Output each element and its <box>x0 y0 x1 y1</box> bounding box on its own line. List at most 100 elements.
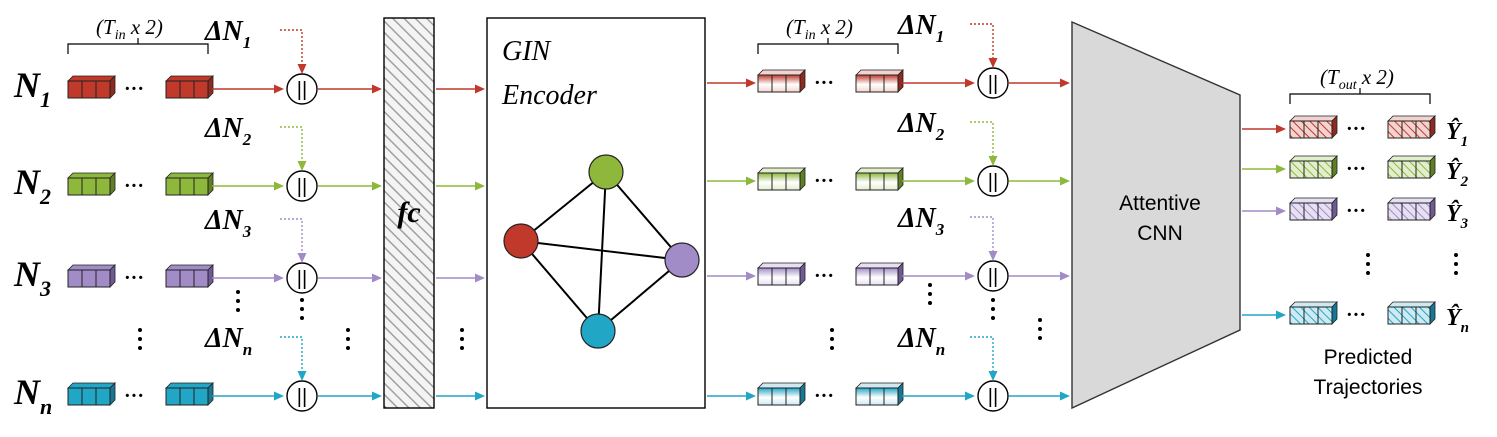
fc-label: fc <box>397 196 420 229</box>
ellipsis-dot <box>991 298 995 302</box>
block-front-face <box>165 387 209 406</box>
block-top-face <box>1289 155 1338 162</box>
ellipsis-dot <box>1366 262 1370 266</box>
block-front-face <box>67 177 111 196</box>
ellipsis-dot <box>830 328 834 332</box>
encoded-length-label: (Tin x 2) <box>786 15 853 43</box>
block-front-face <box>67 80 111 99</box>
ellipsis-dot <box>928 283 932 287</box>
arrow-head <box>475 273 485 283</box>
arrow-head <box>988 251 998 261</box>
block-top-face <box>1289 115 1338 122</box>
ellipsis: ··· <box>814 72 834 94</box>
ellipsis: ··· <box>1346 200 1366 222</box>
input-sequence-3: ··· <box>67 264 214 289</box>
prediction-label-1: Ŷ1 <box>1446 118 1468 150</box>
concat-symbol: || <box>297 79 307 101</box>
ellipsis-dot <box>1454 271 1458 275</box>
ellipsis: ··· <box>1346 118 1366 140</box>
arrow-head <box>372 273 382 283</box>
block-front-face <box>1387 306 1431 325</box>
delta-rows-ellipsis <box>236 290 240 312</box>
arrow-head <box>372 391 382 401</box>
delta-dashed-line <box>280 29 303 65</box>
block-front-face <box>757 267 801 286</box>
sequence-block <box>757 382 806 406</box>
ellipsis-dot <box>236 290 240 294</box>
sequence-block <box>1387 197 1436 221</box>
block-front-face <box>1289 160 1333 179</box>
output-caption-line1: Predicted <box>1324 346 1413 369</box>
arrow-head <box>746 391 756 401</box>
block-front-face <box>1289 120 1333 139</box>
attentive-cnn-block <box>1071 20 1241 410</box>
ellipsis-dot <box>1038 318 1042 322</box>
arrow-head <box>988 58 998 68</box>
block-top-face <box>757 382 806 389</box>
predicted-sequence-3: ··· <box>1289 197 1436 222</box>
concat-symbol: || <box>988 266 998 288</box>
sequence-block <box>67 172 116 196</box>
arrow-head <box>297 253 307 263</box>
arrow-head <box>475 181 485 191</box>
cnn-label-line2: CNN <box>1137 222 1183 245</box>
ellipsis-dot <box>991 316 995 320</box>
ellipsis-dot <box>460 337 464 341</box>
arrow-head <box>297 64 307 74</box>
arrow-head <box>988 371 998 381</box>
arrow-head <box>274 273 284 283</box>
block-front-face <box>67 387 111 406</box>
ellipsis-dot <box>1454 253 1458 257</box>
encoded-rows-ellipsis <box>830 328 834 350</box>
fc-input-ellipsis <box>346 328 350 350</box>
block-top-face <box>855 262 904 269</box>
graph-edge <box>605 171 683 261</box>
encoder-label-line2: Encoder <box>501 80 597 111</box>
node-label-3: N3 <box>13 254 51 301</box>
encoded-length-brace <box>757 43 899 54</box>
encoded-sequence-2: ··· <box>757 167 904 192</box>
delta-label-1: ΔN1 <box>204 16 251 52</box>
graph-node <box>664 242 700 278</box>
block-front-face <box>757 172 801 191</box>
delta-label-encoded-1: ΔN1 <box>897 10 944 46</box>
ellipsis-dot <box>138 337 142 341</box>
ellipsis-dot <box>346 337 350 341</box>
ellipsis: ··· <box>124 267 144 289</box>
graph-edge <box>520 240 683 261</box>
encoded-sequence-n: ··· <box>757 382 904 407</box>
diagram-shapes: N1···||ΔN1···||ΔN1···Ŷ1N2···||ΔN2···||ΔN… <box>13 10 1469 419</box>
delta-label-3: ΔN3 <box>204 205 252 241</box>
ellipsis-dot <box>346 346 350 350</box>
block-top-face <box>757 262 806 269</box>
ellipsis-dot <box>928 292 932 296</box>
arrow-head <box>965 176 975 186</box>
arrow-head <box>1276 124 1286 134</box>
sequence-block <box>67 75 116 99</box>
node-label-2: N2 <box>13 162 51 209</box>
sequence-block <box>855 262 904 286</box>
sequence-block <box>1289 155 1338 179</box>
arrow-head <box>965 391 975 401</box>
block-top-face <box>855 382 904 389</box>
sequence-block <box>165 264 214 288</box>
ellipsis: ··· <box>124 78 144 100</box>
block-front-face <box>67 269 111 288</box>
arrow-head <box>746 271 756 281</box>
sequence-block <box>67 382 116 406</box>
prediction-label-3: Ŷ3 <box>1446 200 1469 232</box>
block-top-face <box>165 382 214 389</box>
graph-edge <box>520 171 607 242</box>
arrow-head <box>274 84 284 94</box>
ellipsis: ··· <box>124 385 144 407</box>
static-text-layer: (Tin x 2) (Tin x 2) (Tout x 2) fc GIN En… <box>96 15 1422 399</box>
arrow-head <box>372 84 382 94</box>
ellipsis-dot <box>460 346 464 350</box>
arrow-head <box>1276 164 1286 174</box>
block-top-face <box>855 69 904 76</box>
ellipsis: ··· <box>1346 158 1366 180</box>
graph-edge <box>597 259 683 332</box>
ellipsis: ··· <box>814 265 834 287</box>
block-top-face <box>1289 301 1338 308</box>
block-top-face <box>165 172 214 179</box>
